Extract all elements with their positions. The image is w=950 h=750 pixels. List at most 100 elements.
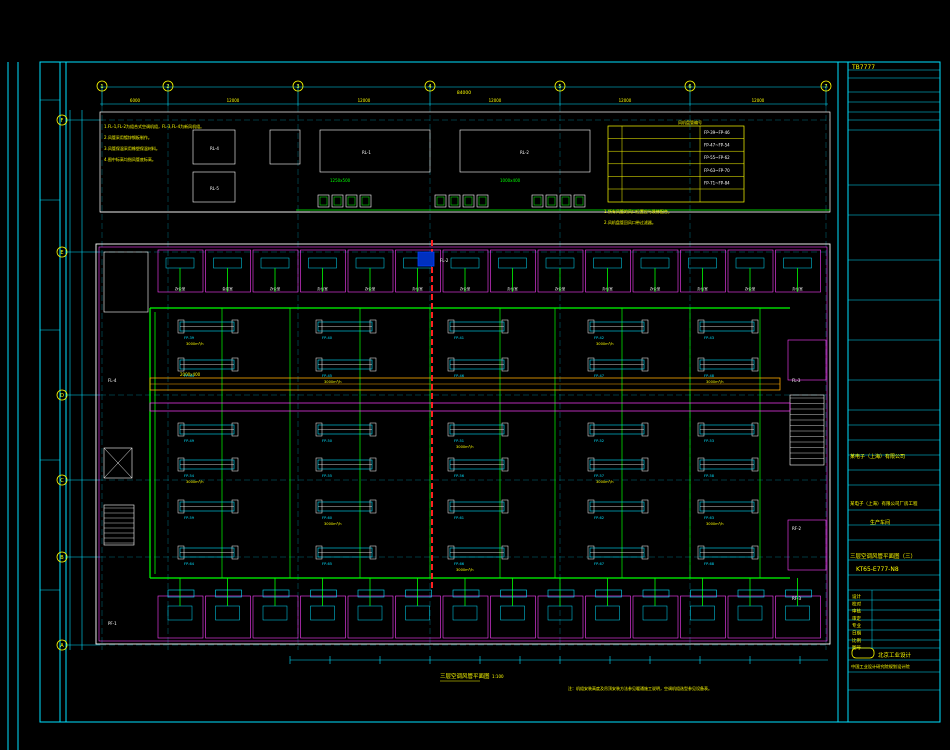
room-label: RL-2 xyxy=(520,150,529,155)
room-label: PF-1 xyxy=(108,621,117,626)
grid-bubble-col xyxy=(554,80,566,92)
fcu-tag: FP-60 xyxy=(322,516,333,520)
fcu-tag: FP-55 xyxy=(322,474,332,478)
airflow-label: 3000m³/h xyxy=(596,480,614,484)
grid-label-row: C xyxy=(60,478,64,484)
grid-label-col: 7 xyxy=(824,84,827,90)
note-left: 1.FL-1,FL-2为组合式空调机组，FL-3,FL-4为新风机组。 xyxy=(104,123,204,129)
note-right: 1.所有风管的风口位置应与装修配合。 xyxy=(604,208,672,214)
grid-label-col: 5 xyxy=(558,84,561,90)
note-left: 3.风管保温采用橡塑保温材料。 xyxy=(104,145,160,151)
room-label: FL-2 xyxy=(440,258,449,263)
title-block-row-label: 日期 xyxy=(852,631,861,637)
airflow-label: 3000m³/h xyxy=(456,568,474,572)
grid-label-col: 3 xyxy=(296,84,299,90)
fcu-tag: FP-40 xyxy=(322,336,333,340)
legend-header: 风机盘管编号 xyxy=(678,119,702,125)
title-block-institute: 中国工业设计研究院规划设计院 xyxy=(851,663,910,670)
dim-top: 12000 xyxy=(227,98,240,103)
room-label: FL-4 xyxy=(108,378,117,383)
grid-bubble-col xyxy=(292,80,304,92)
grid-label-row: F xyxy=(61,118,64,124)
room-name: 办公室 xyxy=(555,286,566,291)
title-block-drawing-name: 三层空调风管平面图（三） xyxy=(850,552,916,560)
grid-label-row: A xyxy=(60,643,64,649)
room-label: RL-1 xyxy=(362,150,371,155)
room-name: 办公室 xyxy=(697,286,708,291)
fcu-tag: FP-44 xyxy=(184,374,195,378)
fcu-tag: FP-49 xyxy=(184,439,195,443)
airflow-label: 3000m³/h xyxy=(706,380,724,384)
fcu-tag: FP-63 xyxy=(704,516,714,520)
fcu-tag: FP-58 xyxy=(704,474,715,478)
legend-row: FP-63~FP-70 xyxy=(704,168,730,173)
fcu-tag: FP-56 xyxy=(454,474,465,478)
company-logo xyxy=(851,647,875,659)
room-name: 办公室 xyxy=(270,286,281,291)
grid-bubble-col xyxy=(684,80,696,92)
left-margin-strip xyxy=(40,99,60,591)
grid-bubble-col xyxy=(96,80,108,92)
fcu-tag: FP-57 xyxy=(594,474,604,478)
fcu-tag: FP-51 xyxy=(454,439,464,443)
airflow-label: 3000m³/h xyxy=(186,480,204,484)
airflow-label: 3000m³/h xyxy=(706,522,724,526)
fcu-tag: FP-41 xyxy=(454,336,464,340)
title-block-row-label: 专业 xyxy=(852,622,861,629)
room-label: RF-3 xyxy=(792,596,802,601)
fcu-tag: FP-46 xyxy=(454,374,465,378)
legend-row: FP-55~FP-62 xyxy=(704,155,730,160)
title-block-row-label: 设计 xyxy=(852,593,861,600)
grid-bubble-col xyxy=(820,80,832,92)
grid-label-row: E xyxy=(60,250,63,256)
dim-top: 12000 xyxy=(752,98,765,103)
room-name: 办公室 xyxy=(412,286,423,291)
fcu-tag: FP-43 xyxy=(704,336,714,340)
grid-label-col: 1 xyxy=(100,84,103,90)
title-block-drawing-no: KT65-E777-N8 xyxy=(856,566,899,573)
legend-row: FP-47~FP-54 xyxy=(704,143,730,148)
room-name: 办公室 xyxy=(792,286,803,291)
dim-top: 12000 xyxy=(619,98,632,103)
dim-top: 6000 xyxy=(130,98,141,103)
fcu-tag: FP-47 xyxy=(594,374,604,378)
room-name: 办公室 xyxy=(365,286,376,291)
grid-bubble-col xyxy=(424,80,436,92)
fcu-tag: FP-52 xyxy=(594,439,604,443)
title-block-row-label: 校对 xyxy=(852,600,861,607)
fcu-tag: FP-53 xyxy=(704,439,714,443)
title-block-project-no: TB7777 xyxy=(851,64,875,71)
grid-bubble-col xyxy=(162,80,174,92)
room-name: 办公室 xyxy=(317,286,328,291)
room-name: 会议室 xyxy=(222,286,233,291)
room-name: 办公室 xyxy=(650,286,661,291)
title-block-row-label: 审定 xyxy=(852,615,861,622)
room-name: 办公室 xyxy=(602,286,613,291)
room-label: RL-5 xyxy=(210,186,219,191)
fcu-tag: FP-54 xyxy=(184,474,195,478)
room-name: 办公室 xyxy=(745,286,756,291)
drawing-note: 注：机组安装高度及吊顶安装方法参见暖通施工说明，空调机组选型参见设备表。 xyxy=(568,685,712,691)
title-block xyxy=(848,61,940,691)
room-label: RF-2 xyxy=(792,526,802,531)
dim-top: 12000 xyxy=(358,98,371,103)
room-name: 办公室 xyxy=(175,286,186,291)
fcu-tag: FP-50 xyxy=(322,439,333,443)
room-name: 办公室 xyxy=(507,286,518,291)
dim-overall: 84000 xyxy=(457,90,471,96)
title-block-project-label: 生产车间 xyxy=(870,519,890,526)
note-right: 2.风机盘管回风口带过滤器。 xyxy=(604,219,656,225)
fcu-tag: FP-64 xyxy=(184,562,195,566)
note-left: 2.风管采用镀锌钢板制作。 xyxy=(104,134,152,140)
duct-size: 1000x400 xyxy=(500,178,521,183)
fcu-tag: FP-67 xyxy=(594,562,604,566)
sheet-frame xyxy=(7,61,941,750)
fcu-tag: FP-66 xyxy=(454,562,465,566)
title-block-row-label: 审核 xyxy=(852,608,861,615)
fcu-tag: FP-59 xyxy=(184,516,195,520)
fcu-tag: FP-42 xyxy=(594,336,604,340)
duct-size: 2000x400 xyxy=(180,372,201,377)
room-label: FL-3 xyxy=(792,378,801,383)
